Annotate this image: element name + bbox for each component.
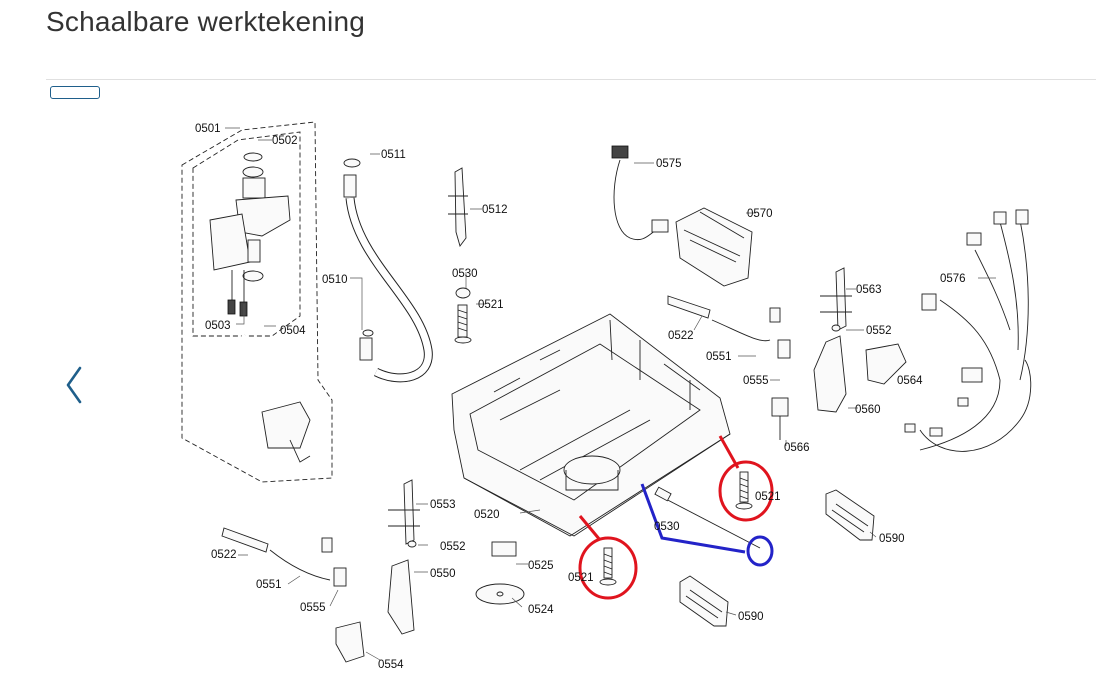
part-label: 0511: [381, 149, 406, 161]
chevron-left-icon[interactable]: [60, 360, 90, 410]
panels-0590: [679, 489, 875, 627]
part-label: 0521: [755, 491, 781, 503]
highlight-screw-left: [578, 515, 638, 600]
part-label: 0576: [940, 273, 966, 285]
part-label: 0555: [743, 375, 769, 387]
part-label: 0570: [747, 208, 773, 220]
part-label: 0552: [866, 325, 892, 337]
part-label: 0520: [474, 509, 500, 521]
bracket-0512: [448, 167, 468, 247]
valve-assembly: [209, 152, 291, 317]
part-label: 0563: [856, 284, 882, 296]
right-brackets: [667, 267, 907, 440]
part-label: 0522: [211, 549, 237, 561]
hose-0510: [343, 158, 433, 383]
part-label: 0554: [378, 659, 404, 671]
highlight-screw-right: [718, 435, 774, 522]
part-labels: 0501 0502 0503 0504 0511 0510 0512 0530 …: [195, 123, 966, 671]
part-label: 0521: [568, 572, 594, 584]
part-label: 0564: [897, 375, 923, 387]
part-label: 0552: [440, 541, 466, 553]
part-label: 0521: [478, 299, 504, 311]
part-label: 0555: [300, 602, 326, 614]
part-label: 0551: [256, 579, 282, 591]
assembly-frame-0501: [181, 121, 333, 483]
part-label: 0524: [528, 604, 554, 616]
part-label: 0530: [654, 521, 680, 533]
hose-0504: [234, 333, 311, 463]
mains-cord-and-module: [611, 145, 753, 287]
screw-upper: [454, 287, 472, 344]
base-tub-0520: [451, 313, 731, 537]
lower-left-parts: [221, 479, 525, 663]
part-label: 0512: [482, 204, 508, 216]
part-label: 0551: [706, 351, 732, 363]
part-label: 0553: [430, 499, 456, 511]
part-label: 0550: [430, 568, 456, 580]
header-divider: [46, 79, 1096, 80]
part-label: 0503: [205, 320, 231, 332]
part-label: 0590: [738, 611, 764, 623]
part-label: 0525: [528, 560, 554, 572]
part-label: 0510: [322, 274, 348, 286]
wiring-harness-0576: [904, 209, 1032, 452]
part-label: 0560: [855, 404, 881, 416]
part-label: 0575: [656, 158, 682, 170]
part-label: 0502: [272, 135, 298, 147]
part-label: 0504: [280, 325, 306, 337]
part-label: 0522: [668, 330, 694, 342]
leader-lines: [225, 127, 996, 661]
part-label: 0590: [879, 533, 905, 545]
view-toggle-button[interactable]: [50, 86, 100, 99]
page-title: Schaalbare werktekening: [46, 6, 366, 37]
part-label: 0566: [784, 442, 810, 454]
part-label: 0530: [452, 268, 478, 280]
highlight-spring: [640, 483, 774, 567]
part-label: 0501: [195, 123, 221, 135]
